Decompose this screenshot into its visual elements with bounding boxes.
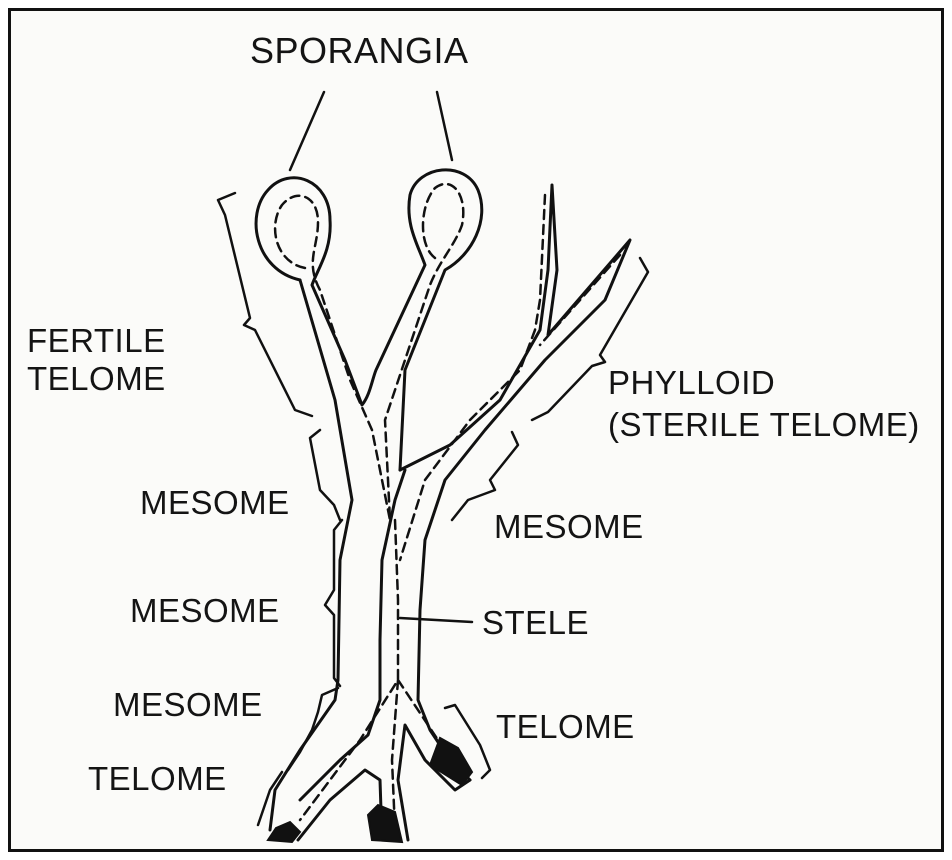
telome-bracket-left (258, 772, 282, 825)
fertile-telome-label: FERTILE TELOME (27, 322, 166, 398)
mesome-label-upper-left: MESOME (140, 484, 290, 522)
sporangia-pointer-left (290, 92, 324, 170)
phylloid-line2: (STERILE TELOME) (608, 406, 920, 444)
telome-label-right: TELOME (496, 708, 635, 746)
fertile-telome-line2: TELOME (27, 360, 166, 398)
stele-pointer (400, 618, 472, 622)
stele-label: STELE (482, 604, 589, 642)
stele-left-sporangium (275, 196, 390, 520)
fertile-telome-line1: FERTILE (27, 322, 166, 360)
mesome-bracket-upper-left (310, 430, 340, 520)
mesome-bracket-right (452, 432, 518, 520)
phylloid-line1: PHYLLOID (608, 364, 920, 402)
telome-label-left: TELOME (88, 760, 227, 798)
mesome-label-middle-left: MESOME (130, 592, 280, 630)
stele-phylloid (400, 195, 620, 560)
rhizoid-center (368, 805, 402, 842)
sporangia-pointer-right (437, 92, 452, 160)
rhizoid-right (430, 738, 472, 785)
rhizoid-left (268, 822, 300, 842)
mesome-label-lower-left: MESOME (113, 686, 263, 724)
main-stem-right-outline (400, 185, 630, 780)
phylloid-label: PHYLLOID (STERILE TELOME) (608, 364, 920, 444)
fertile-telome-bracket (218, 193, 312, 416)
sporangia-label: SPORANGIA (250, 30, 469, 71)
mesome-bracket-lower-left (288, 688, 338, 770)
mesome-label-right: MESOME (494, 508, 644, 546)
main-stem-left-outline (270, 280, 352, 830)
